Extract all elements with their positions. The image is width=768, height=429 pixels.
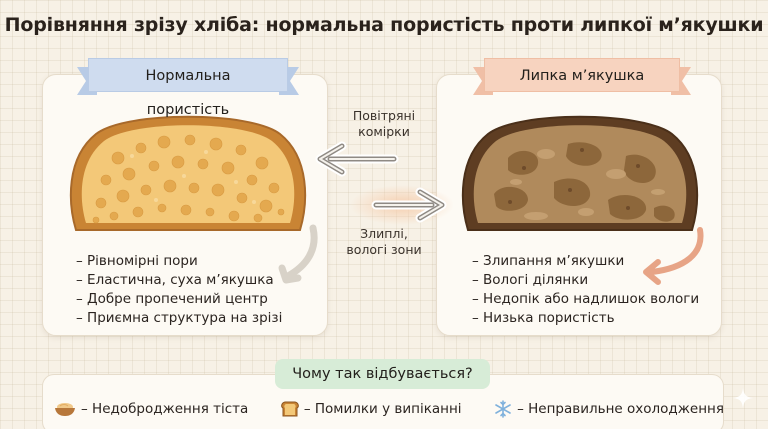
cause-cooling: – Неправильне охолодження xyxy=(494,400,724,418)
sticky-zones-label: Злиплі, вологі зони xyxy=(329,226,439,258)
bread-icon xyxy=(281,401,299,417)
air-cells-label-line1: Повітряні xyxy=(352,108,416,123)
sticky-zones-label-line1: Злиплі, xyxy=(360,226,408,241)
page-title: Порівняння зрізу хліба: нормальна порист… xyxy=(4,14,764,36)
air-cells-label: Повітряні комірки xyxy=(329,108,439,140)
sticky-crumb-heading: Липка м’якушка xyxy=(519,68,645,84)
bowl-icon xyxy=(55,403,75,416)
causes-row: – Недобродження тіста – Помилки у випіка… xyxy=(54,400,724,418)
cause-label: – Недобродження тіста xyxy=(81,401,249,417)
snowflake-icon xyxy=(495,400,511,418)
cause-underproofing: – Недобродження тіста xyxy=(54,400,248,418)
sticky-bread-slice-icon xyxy=(461,115,699,231)
list-item: – Добре пропечений центр xyxy=(76,291,268,307)
list-item: – Еластична, суха м’якушка xyxy=(76,272,274,288)
cause-label: – Неправильне охолодження xyxy=(517,401,724,417)
list-item: – Вологі ділянки xyxy=(472,272,589,288)
sticky-crumb-ribbon: Липка м’якушка xyxy=(473,58,691,95)
sticky-crumb-list: – Злипання м’якушки – Вологі ділянки – Н… xyxy=(472,252,699,328)
list-item: – Рівномірні пори xyxy=(76,253,198,269)
normal-porosity-ribbon: Нормальна пористість xyxy=(77,58,299,118)
cause-baking-errors: – Помилки у випіканні xyxy=(281,400,462,418)
list-item: – Злипання м’якушки xyxy=(472,253,625,269)
cause-label: – Помилки у випіканні xyxy=(303,401,462,417)
normal-porosity-list: – Рівномірні пори – Еластична, суха м’як… xyxy=(76,252,282,328)
why-question-badge: Чому так відбувається? xyxy=(275,359,490,389)
arrow-left-icon xyxy=(315,141,399,177)
list-item: – Приємна структура на зрізі xyxy=(76,310,283,326)
list-item: – Недопік або надлишок вологи xyxy=(472,291,700,307)
normal-porosity-heading: Нормальна пористість xyxy=(145,68,231,118)
sparkle-icon xyxy=(733,388,753,408)
sticky-zones-label-line2: вологі зони xyxy=(346,242,422,257)
list-item: – Низька пористість xyxy=(472,310,615,326)
air-cells-label-line2: комірки xyxy=(358,124,410,139)
normal-bread-slice-icon xyxy=(69,115,307,231)
